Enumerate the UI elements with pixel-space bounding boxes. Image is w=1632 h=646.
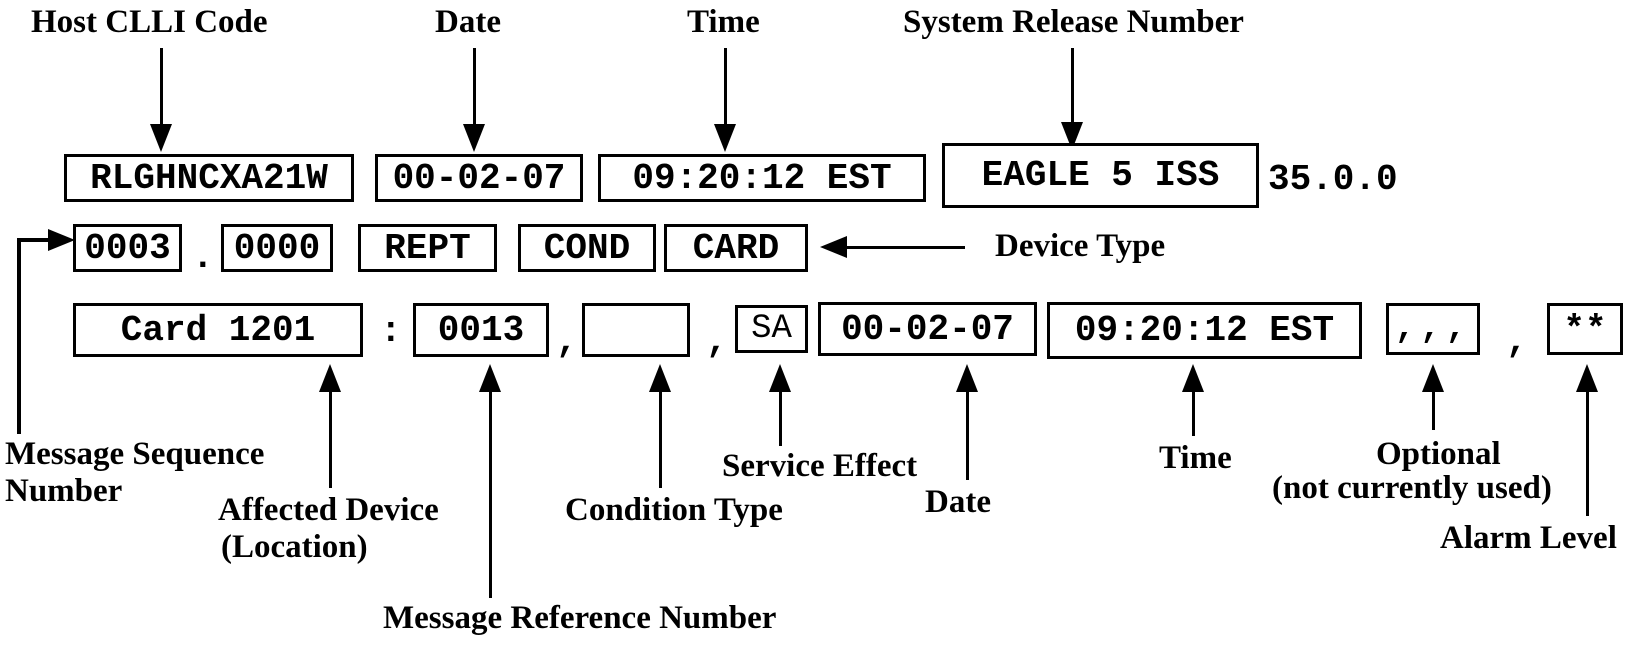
arrow-head (48, 229, 75, 251)
condition-type-field (582, 303, 690, 357)
sequence-minor-field: 0000 (221, 224, 333, 272)
sequence-major-field: 0003 (73, 224, 182, 272)
arrow-line (1432, 390, 1435, 430)
condition-type-label: Condition Type (565, 492, 783, 528)
host-clli-field: RLGHNCXA21W (64, 154, 354, 202)
arrow-head (319, 364, 341, 392)
card-field: CARD (664, 224, 808, 272)
time-field: 09:20:12 EST (598, 154, 926, 202)
time-body-field: 09:20:12 EST (1047, 302, 1362, 359)
rept-field: REPT (358, 224, 497, 272)
arrow-head (1422, 364, 1444, 392)
date-top-label: Date (435, 4, 501, 40)
arrow-line (329, 390, 332, 488)
arrow-head (956, 364, 978, 392)
arrow-head (150, 124, 172, 152)
alarm-level-field: ** (1547, 303, 1623, 355)
bracket-horizontal-line (17, 238, 50, 242)
service-effect-label: Service Effect (722, 448, 918, 484)
optional-label-line1: Optional (1376, 436, 1501, 472)
arrow-head (714, 124, 736, 152)
optional-field: ,,, (1386, 303, 1480, 355)
date-body-field: 00-02-07 (818, 302, 1037, 356)
arrow-line (489, 390, 492, 598)
arrow-line (966, 390, 969, 480)
service-effect-field: SA (735, 305, 808, 353)
affected-device-label-line1: Affected Device (218, 492, 439, 528)
message-sequence-label-line2: Number (5, 473, 123, 509)
message-sequence-label-line1: Message Sequence (5, 436, 265, 472)
dot-separator: . (192, 237, 214, 278)
arrow-line (659, 390, 662, 488)
arrow-head (769, 364, 791, 392)
cond-field: COND (518, 224, 656, 272)
host-clli-label: Host CLLI Code (31, 4, 268, 40)
colon-separator: : (380, 311, 402, 352)
bracket-vertical-line (17, 238, 21, 434)
comma-separator-2: , (706, 321, 728, 362)
arrow-line (473, 48, 476, 126)
arrow-head (479, 364, 501, 392)
arrow-line (724, 48, 727, 126)
arrow-head (463, 124, 485, 152)
message-reference-label: Message Reference Number (383, 600, 777, 636)
message-reference-field: 0013 (413, 303, 549, 357)
arrow-head (649, 364, 671, 392)
release-number-text: 35.0.0 (1268, 159, 1398, 200)
arrow-line (1586, 390, 1589, 516)
system-release-label: System Release Number (903, 4, 1244, 40)
date-bottom-label: Date (925, 484, 991, 520)
arrow-line (845, 246, 965, 249)
device-type-label: Device Type (995, 228, 1166, 264)
arrow-head (820, 236, 847, 258)
system-field: EAGLE 5 ISS (942, 143, 1259, 208)
alarm-level-label: Alarm Level (1440, 520, 1617, 556)
affected-device-field: Card 1201 (73, 303, 363, 357)
date-field: 00-02-07 (375, 154, 583, 202)
comma-separator-1: , (556, 321, 578, 362)
optional-label-line2: (not currently used) (1272, 470, 1552, 506)
arrow-head (1576, 364, 1598, 392)
time-top-label: Time (687, 4, 760, 40)
arrow-line (779, 390, 782, 446)
arrow-line (1192, 390, 1195, 436)
arrow-head (1182, 364, 1204, 392)
affected-device-label-line2: (Location) (221, 529, 368, 565)
time-bottom-label: Time (1159, 440, 1232, 476)
arrow-line (160, 48, 163, 126)
arrow-line (1071, 48, 1074, 124)
comma-separator-3: , (1506, 321, 1528, 362)
